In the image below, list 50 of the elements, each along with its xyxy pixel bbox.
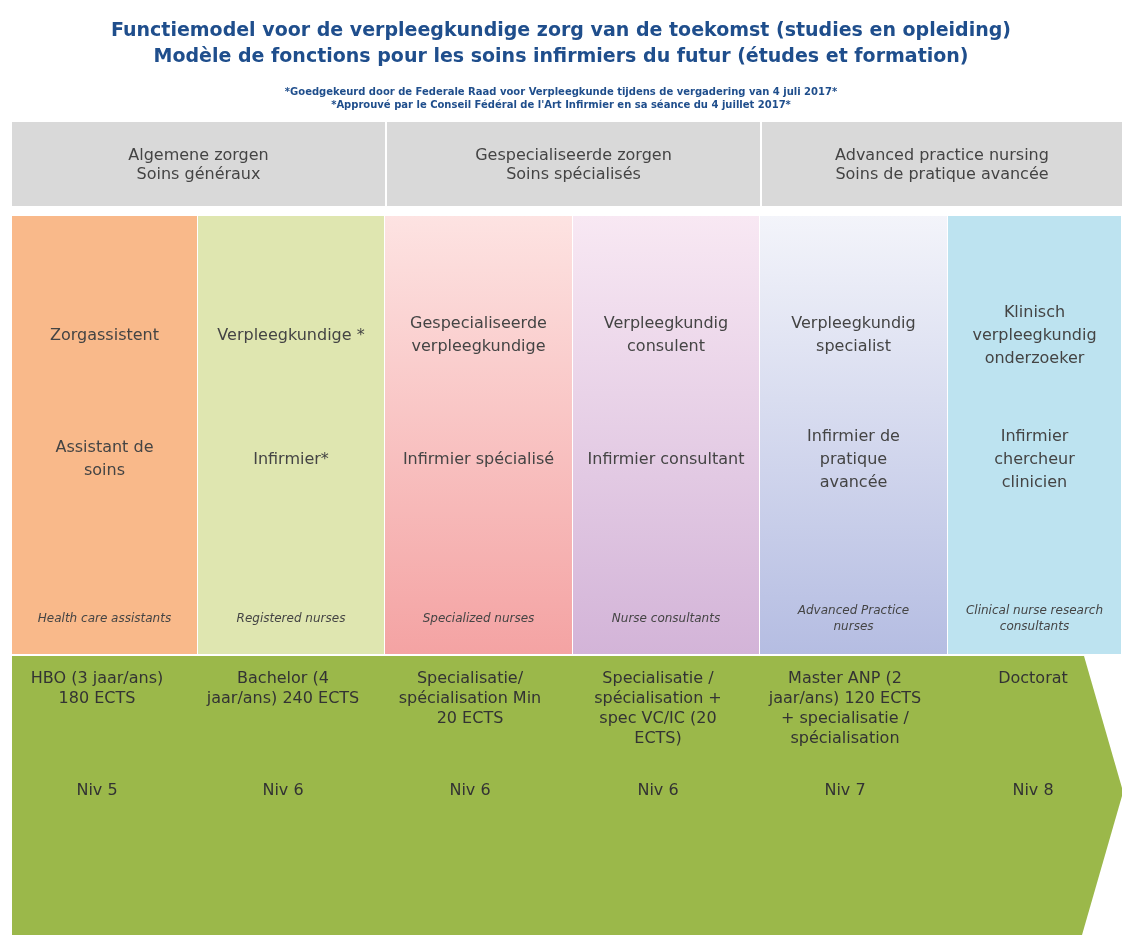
french-role-name: Infirmier* [253,447,329,470]
header-text: Soins spécialisés [506,164,641,183]
education-text: Doctorat [998,668,1068,688]
english-role-name: Registered nurses [236,610,346,626]
category-header [12,122,385,206]
level-text: Niv 8 [1012,780,1054,800]
dutch-role-name: Zorgassistent [50,323,159,346]
role-column [12,216,197,654]
role-column [573,216,759,654]
french-role-name: Infirmier chercheur clinicien [993,424,1076,493]
level-text: Niv 6 [637,780,679,800]
education-text: Specialisatie/ spécialisation Min 20 ECTS [397,668,543,728]
education-text: Bachelor (4 jaar/ans) 240 ECTS [205,668,361,708]
role-column [948,216,1121,654]
french-role-name: Assistant de soins [54,436,155,481]
diagram-subtitle: Modèle de fonctions pour les soins infirmiers du futur (études et formation) [153,44,969,66]
header-text: Gespecialiseerde zorgen [475,145,672,164]
role-column [198,216,384,654]
french-role-name: Infirmier spécialisé [402,447,555,470]
level-text: Niv 6 [262,780,304,800]
category-header [387,122,760,206]
education-text: Master ANP (2 jaar/ans) 120 ECTS + specialisatie / spécialisation [767,668,923,748]
role-column [385,216,572,654]
french-role-name: Infirmier consultant [587,447,745,470]
diagram-title: Functiemodel voor de verpleegkundige zorg van de toekomst (studies en opleiding) [110,18,1012,40]
english-role-name: Specialized nurses [422,610,535,626]
header-text: Soins généraux [136,164,261,183]
approval-note: *Goedgekeurd door de Federale Raad voor Verpleegkunde tijdens de vergadering van 4 juli 2017* [284,86,838,97]
education-text: HBO (3 jaar/ans) 180 ECTS [29,668,165,708]
chevron-band [12,656,1122,935]
header-text: Algemene zorgen [128,145,269,164]
dutch-role-name: Klinisch verpleegkundig onderzoeker [971,300,1098,369]
dutch-role-name: Gespecialiseerde verpleegkundige [409,312,548,357]
dutch-role-name: Verpleegkundige * [217,323,365,346]
header-text: Soins de pratique avancée [835,164,1049,183]
french-role-name: Infirmier de pratique avancée [806,424,901,493]
english-role-name: Nurse consultants [611,610,721,626]
level-text: Niv 7 [824,780,866,800]
level-text: Niv 5 [76,780,118,800]
header-text: Advanced practice nursing [835,145,1049,164]
level-text: Niv 6 [449,780,491,800]
approval-note: *Approuvé par le Conseil Fédéral de l'Art Infirmier en sa séance du 4 juillet 2017* [331,99,791,110]
english-role-name: Advanced Practice nurses [796,602,911,634]
role-column [760,216,947,654]
english-role-name: Health care assistants [37,610,172,626]
dutch-role-name: Verpleegkundig specialist [790,312,917,357]
category-header [762,122,1122,206]
education-text: Specialisatie / spécialisation + spec VC/IC (20 ECTS) [593,668,723,748]
english-role-name: Clinical nurse research consultants [964,602,1105,634]
dutch-role-name: Verpleegkundig consulent [602,312,730,357]
